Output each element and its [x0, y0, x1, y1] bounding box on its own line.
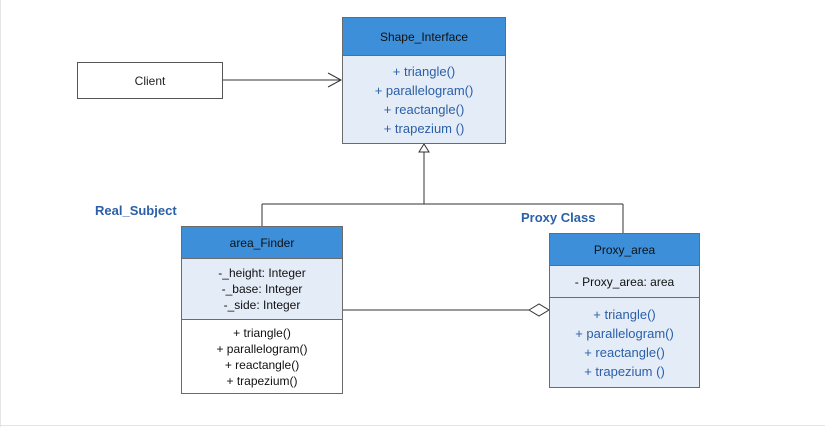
proxy-area-attributes: - Proxy_area: area — [550, 266, 699, 298]
attribute-item: - Proxy_area: area — [574, 274, 675, 289]
proxy-area-operations: + triangle() + parallelogram() + reactan… — [550, 298, 699, 387]
operation-item: + trapezium () — [584, 363, 665, 379]
aggregation-diamond — [528, 303, 550, 317]
proxy-area-name: Proxy_area — [593, 242, 656, 257]
proxy-area-class: Proxy_area - Proxy_area: area + triangle… — [549, 233, 700, 388]
area-finder-name: area_Finder — [229, 235, 295, 250]
area-finder-class: area_Finder -_height: Integer -_base: In… — [181, 226, 343, 394]
operation-item: + parallelogram() — [575, 325, 674, 341]
operation-item: + reactangle() — [224, 357, 300, 372]
operation-item: + triangle() — [233, 325, 291, 340]
shape-interface-operations: + triangle() + parallelogram() + reactan… — [343, 56, 505, 143]
proxy-class-label: Proxy Class — [521, 210, 596, 225]
operation-item: + reactangle() — [383, 101, 465, 117]
shape-interface-header: Shape_Interface — [343, 18, 505, 56]
area-finder-header: area_Finder — [182, 227, 342, 259]
proxy-area-header: Proxy_area — [550, 234, 699, 266]
client-association-arrowhead — [327, 72, 343, 88]
generalization-arrowhead — [418, 143, 430, 153]
client-box: Client — [77, 62, 223, 99]
operation-item: + trapezium() — [226, 373, 298, 388]
operation-item: + trapezium () — [383, 120, 465, 136]
attribute-item: -_height: Integer — [218, 266, 306, 280]
attribute-item: -_side: Integer — [223, 298, 301, 312]
area-finder-attributes: -_height: Integer -_base: Integer -_side… — [182, 259, 342, 320]
left-frame-border — [0, 0, 1, 427]
operation-item: + triangle() — [392, 63, 456, 79]
operation-item: + triangle() — [593, 306, 656, 322]
bottom-frame-border — [0, 425, 825, 426]
shape-interface-name: Shape_Interface — [379, 29, 469, 44]
shape-interface-class: Shape_Interface + triangle() + parallelo… — [342, 17, 506, 144]
operation-item: + parallelogram() — [216, 341, 308, 356]
area-finder-operations: + triangle() + parallelogram() + reactan… — [182, 320, 342, 393]
real-subject-label: Real_Subject — [95, 203, 177, 218]
attribute-item: -_base: Integer — [221, 282, 303, 296]
operation-item: + parallelogram() — [374, 82, 474, 98]
operation-item: + reactangle() — [584, 344, 665, 360]
client-label: Client — [134, 73, 166, 88]
